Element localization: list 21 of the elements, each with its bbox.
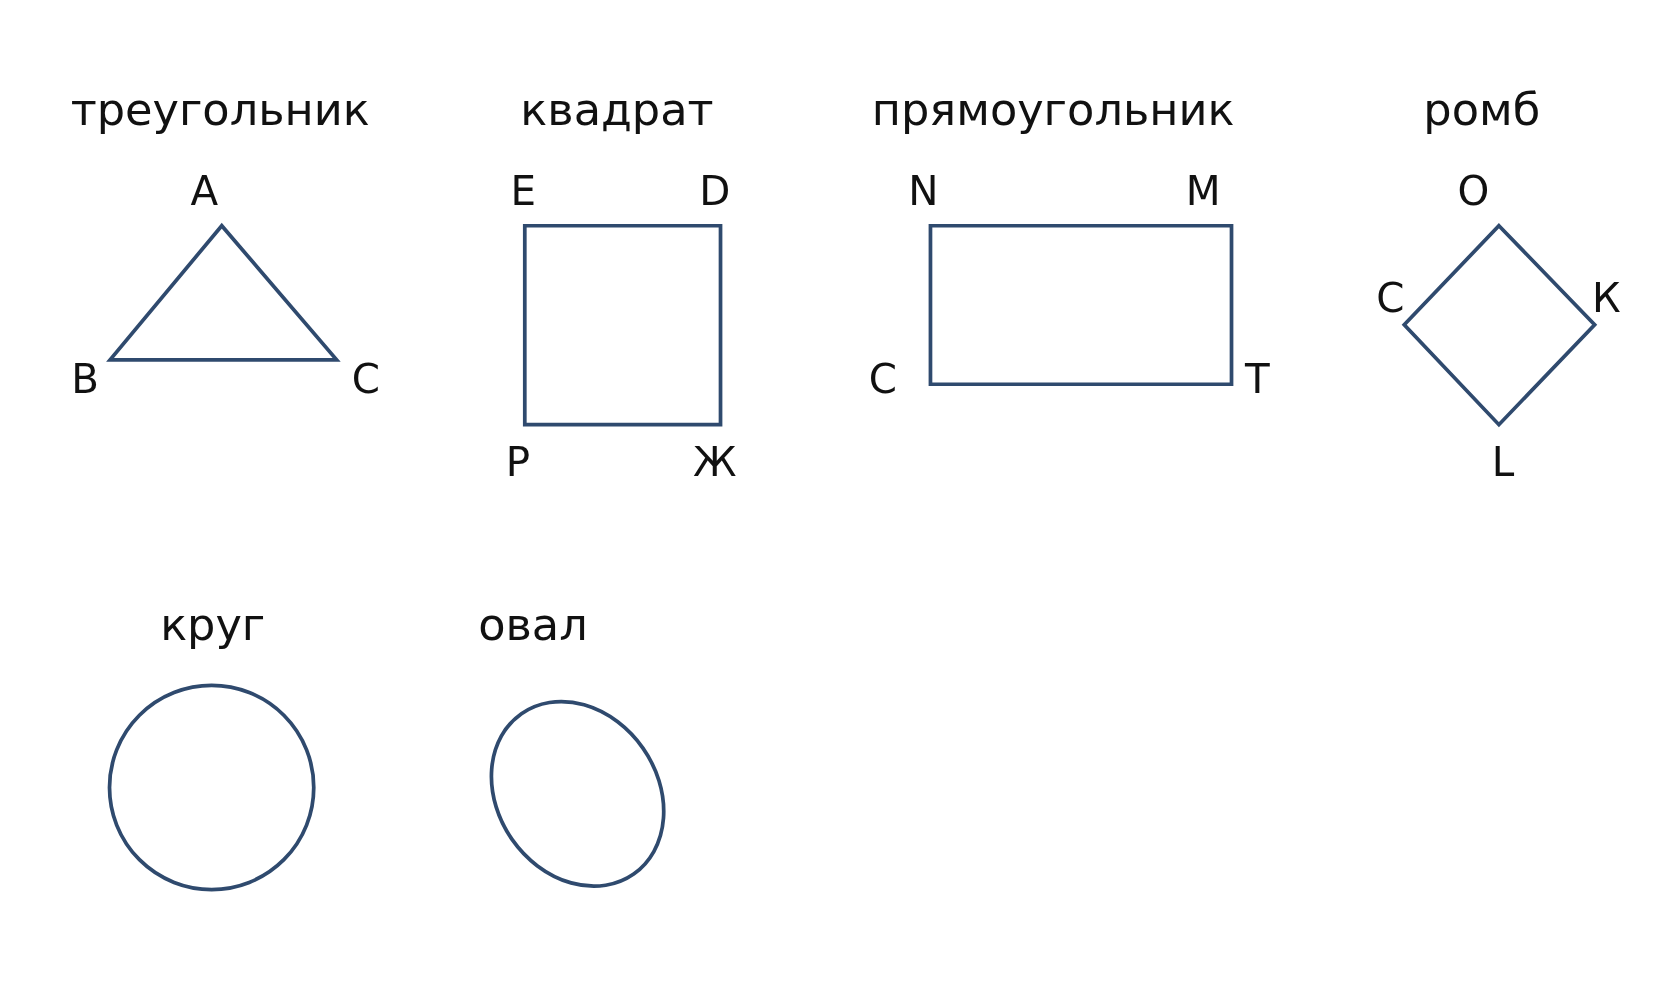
vertex-label: O <box>1457 171 1490 212</box>
vertex-label: C <box>1376 277 1405 319</box>
shape-name: ромб <box>1423 87 1541 132</box>
shape-name: прямоугольник <box>871 87 1235 132</box>
shape-name: треугольник <box>70 87 370 132</box>
shape-name: овал <box>478 603 588 648</box>
vertex-label: A <box>190 171 219 212</box>
vertex-label: T <box>1245 358 1270 399</box>
vertex-label: M <box>1185 171 1221 212</box>
vertex-label: D <box>699 171 731 212</box>
vertex-label: L <box>1491 441 1515 482</box>
vertex-label: C <box>868 358 898 399</box>
vertex-label: C <box>351 358 381 399</box>
vertex-label: Ж <box>693 441 737 482</box>
vertex-label: P <box>505 441 531 482</box>
vertex-label: B <box>71 358 99 399</box>
shape-name: квадрат <box>520 87 714 132</box>
vertex-label: N <box>908 171 939 212</box>
vertex-label: К <box>1591 277 1621 319</box>
shape-name: круг <box>160 603 266 648</box>
vertex-label: E <box>510 171 537 212</box>
